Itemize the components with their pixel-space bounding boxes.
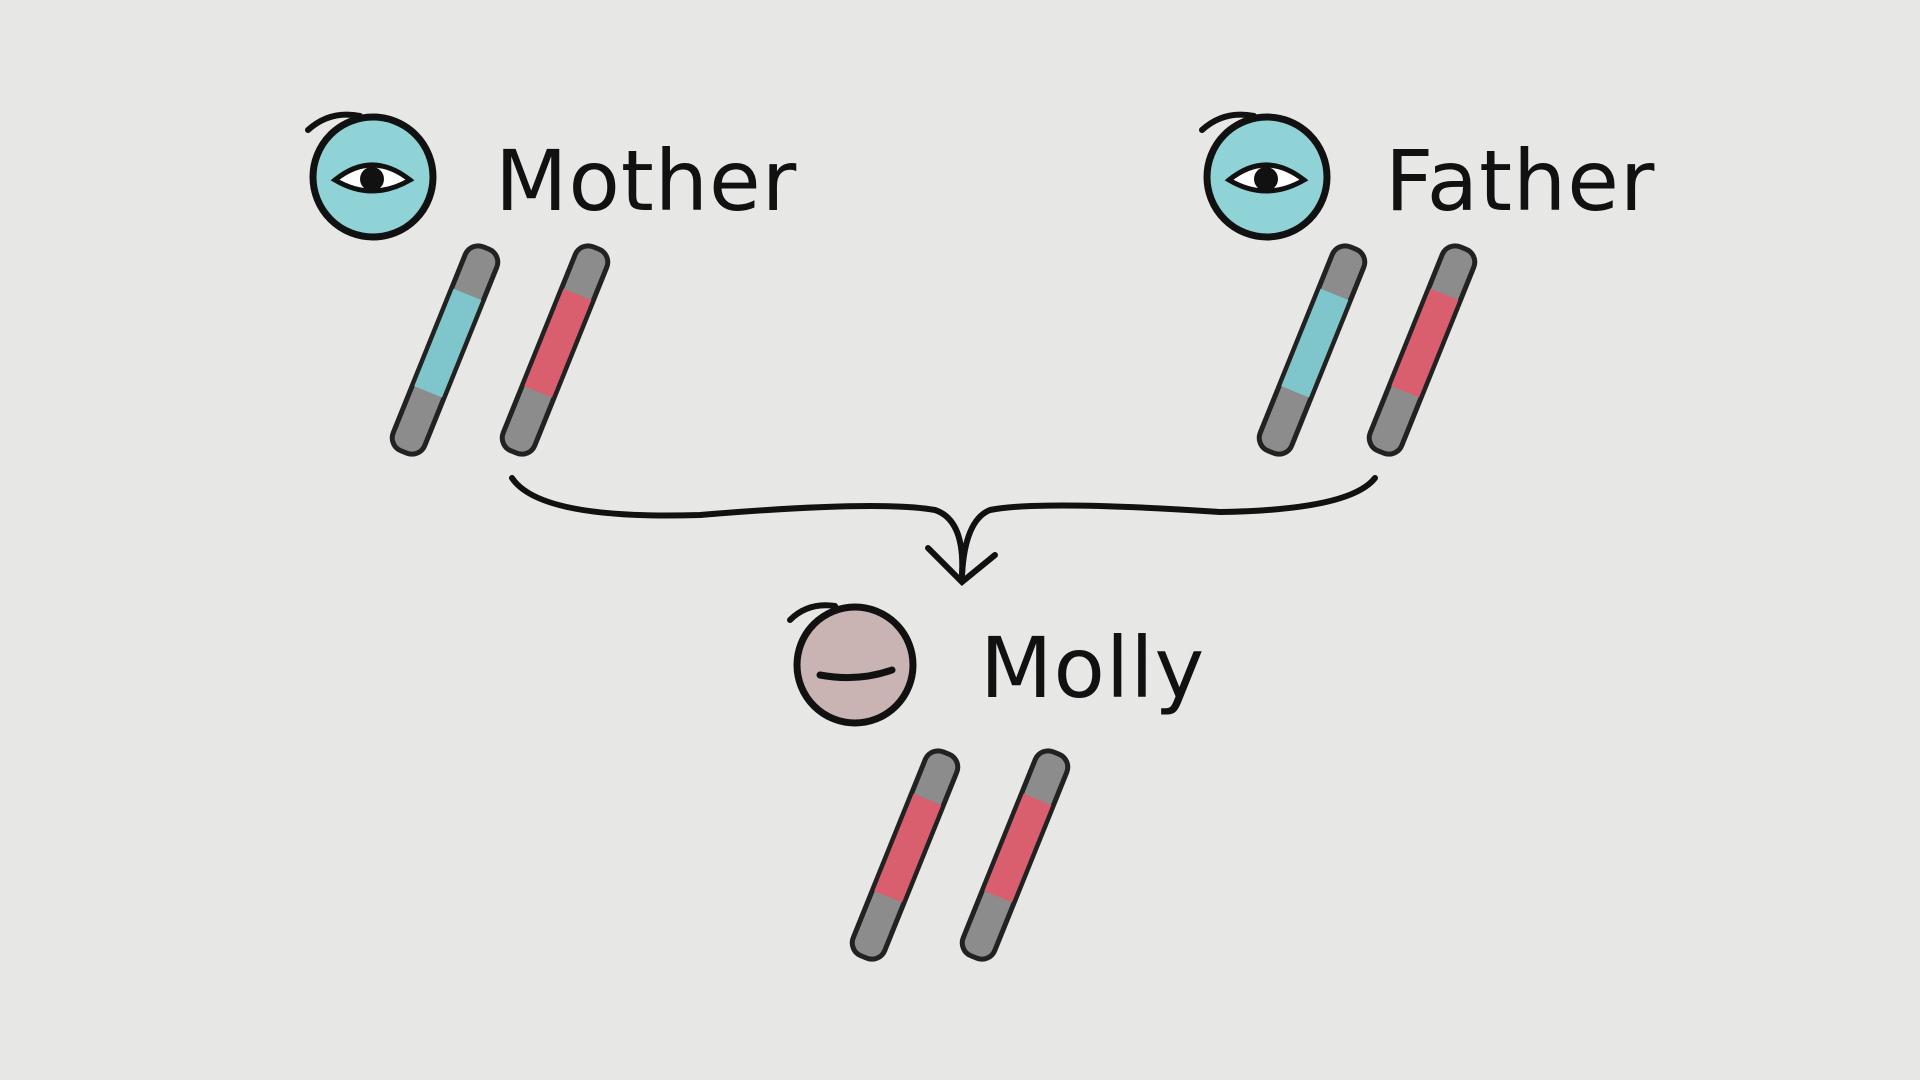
molly-face-icon <box>787 602 917 727</box>
chromosome <box>389 243 501 457</box>
chromosome <box>959 748 1071 962</box>
chromosome <box>849 748 961 962</box>
mother-eye-icon <box>305 111 437 241</box>
chromosome-band <box>414 288 482 398</box>
closed-eye <box>816 666 896 682</box>
face-circle <box>793 603 917 727</box>
molly-label: Molly <box>980 619 1205 717</box>
chromosome-band <box>874 793 942 903</box>
chromosome <box>1256 243 1368 457</box>
arrow-right-branch <box>959 475 1378 578</box>
chromosome-band <box>984 793 1052 903</box>
mother-label: Mother <box>495 132 797 230</box>
father-eye-icon <box>1199 111 1331 241</box>
mother-chromosome-pair <box>389 243 611 457</box>
chromosome-band <box>524 288 592 398</box>
chromosome-band <box>1281 288 1349 398</box>
arrow-left-branch <box>509 475 966 578</box>
chromosome <box>499 243 611 457</box>
father-label: Father <box>1385 132 1655 230</box>
inheritance-arrow <box>509 475 1378 587</box>
chromosome <box>1366 243 1478 457</box>
father-chromosome-pair <box>1256 243 1478 457</box>
molly-chromosome-pair <box>849 748 1071 962</box>
arrow-head <box>925 545 998 587</box>
chromosome-band <box>1391 288 1459 398</box>
